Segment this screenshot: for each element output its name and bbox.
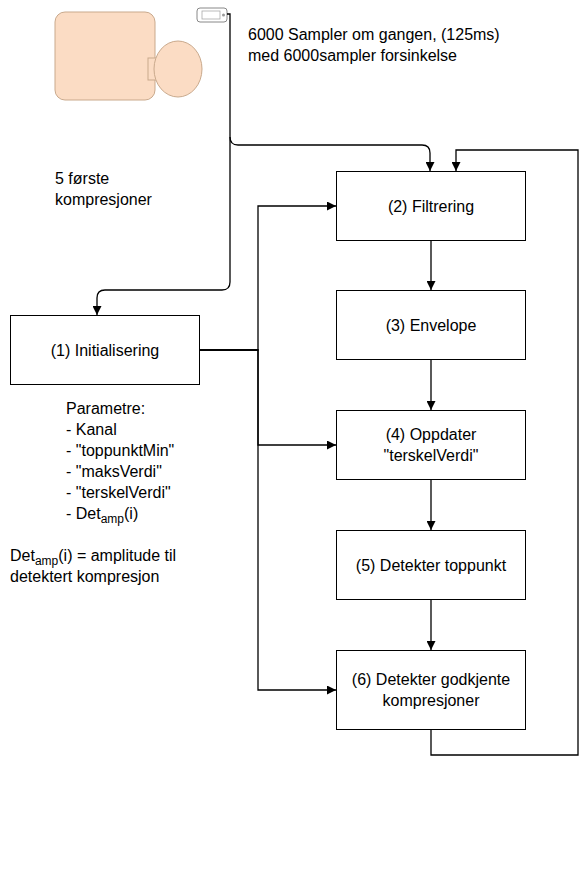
init-note: 5 første kompresjoner — [55, 168, 167, 210]
parameter-item: - Detamp(i) — [66, 503, 236, 524]
phone-icon — [197, 8, 227, 22]
annotation-text: - "terskelVerdi" — [66, 482, 236, 503]
annotation-text: 5 første kompresjoner — [55, 170, 152, 208]
annotation-text: - Det — [66, 505, 101, 522]
phone-screen — [202, 11, 220, 19]
box-label: (4) Oppdater "terskelVerdi" — [347, 424, 515, 466]
signal-wire — [97, 137, 230, 315]
flow-arrow — [430, 600, 431, 650]
manikin-head — [154, 41, 202, 97]
process-box: (2) Filtrering — [336, 171, 526, 241]
box-label: (3) Envelope — [386, 315, 477, 336]
flow-arrow — [200, 350, 336, 690]
flow-arrow — [200, 206, 336, 350]
process-box: (6) Detekter godkjente kompresjoner — [336, 650, 526, 730]
manikin-torso — [55, 12, 155, 100]
phone-button — [222, 14, 225, 17]
flow-arrow — [430, 480, 431, 530]
box-label: (5) Detekter toppunkt — [356, 555, 506, 576]
annotation-text: (i) — [124, 505, 138, 522]
box-label: (1) Initialisering — [51, 340, 159, 361]
subscript: amp — [35, 554, 58, 568]
annotation-text: - Kanal — [66, 419, 236, 440]
annotation-text: 6000 Sampler om gangen, (125ms) med 6000… — [248, 26, 500, 64]
process-box: (1) Initialisering — [10, 315, 200, 385]
parameter-list: Parametre:- Kanal- "toppunktMin"- "maksV… — [66, 398, 236, 503]
box-label: (6) Detekter godkjente kompresjoner — [347, 669, 515, 711]
process-box: (5) Detekter toppunkt — [336, 530, 526, 600]
process-box: (4) Oppdater "terskelVerdi" — [336, 410, 526, 480]
annotation-text: Parametre: — [66, 398, 236, 419]
flow-arrow — [200, 350, 336, 445]
flow-arrow — [430, 241, 431, 290]
sampling-note: 6000 Sampler om gangen, (125ms) med 6000… — [248, 24, 528, 66]
subscript: amp — [101, 512, 124, 526]
process-box: (3) Envelope — [336, 290, 526, 360]
box-label: (2) Filtrering — [388, 196, 474, 217]
annotation-text: - "maksVerdi" — [66, 461, 236, 482]
annotation-text: - "toppunktMin" — [66, 440, 236, 461]
flow-arrow — [430, 360, 431, 410]
definition-note: Detamp(i) = amplitude til detektert komp… — [10, 545, 222, 587]
annotation-text: Det — [10, 547, 35, 564]
